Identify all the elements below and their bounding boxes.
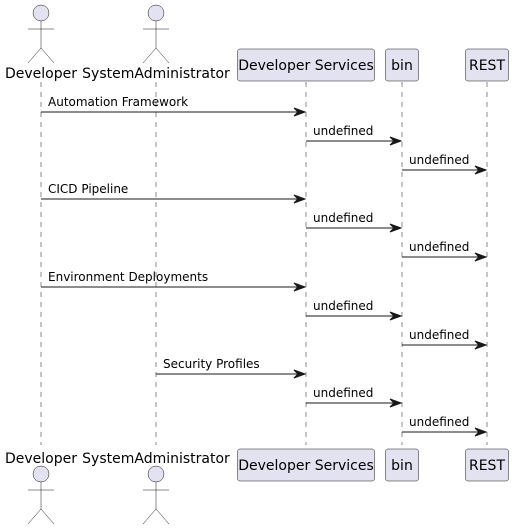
- message-label: undefined: [313, 299, 373, 313]
- participant-label-bottom-developer: Developer: [5, 451, 77, 467]
- actor-body: [142, 21, 170, 64]
- actor-figure-bottom-developer: [27, 465, 55, 525]
- actor-figure-top-sysadmin: [142, 4, 170, 64]
- participant-box-top-bin: [385, 48, 419, 82]
- message-arrowhead: [293, 194, 307, 204]
- message-label: undefined: [409, 153, 469, 167]
- participant-label-top-sysadmin: SystemAdministrator: [82, 66, 230, 82]
- message-label: undefined: [313, 124, 373, 138]
- message-arrowhead: [389, 311, 403, 321]
- actor-head: [147, 465, 165, 483]
- message-arrowhead: [389, 223, 403, 233]
- message-arrowhead: [293, 282, 307, 292]
- actor-head: [32, 4, 50, 22]
- actor-head: [147, 4, 165, 22]
- participant-box-top-devservices: [237, 48, 375, 82]
- actor-figure-top-developer: [27, 4, 55, 64]
- participant-label-top-devservices: Developer Services: [238, 58, 374, 74]
- message-label: Automation Framework: [48, 95, 188, 109]
- participant-label-bottom-sysadmin: SystemAdministrator: [82, 451, 230, 467]
- message-arrowhead: [474, 165, 488, 175]
- message-arrowhead: [389, 398, 403, 408]
- message-label: undefined: [409, 328, 469, 342]
- message-arrowhead: [474, 427, 488, 437]
- message-arrowhead: [293, 369, 307, 379]
- message-label: Security Profiles: [163, 357, 260, 371]
- actor-figure-bottom-sysadmin: [142, 465, 170, 525]
- participant-label-bottom-devservices: Developer Services: [238, 458, 374, 474]
- message-label: undefined: [409, 415, 469, 429]
- actor-body: [27, 21, 55, 64]
- participant-box-top-rest: [465, 48, 509, 82]
- actor-head: [32, 465, 50, 483]
- message-arrowhead: [389, 136, 403, 146]
- message-label: CICD Pipeline: [48, 182, 128, 196]
- message-arrowhead: [474, 252, 488, 262]
- participant-box-bottom-devservices: [237, 448, 375, 482]
- actor-body: [27, 482, 55, 525]
- message-arrowhead: [293, 107, 307, 117]
- message-label: undefined: [313, 386, 373, 400]
- participant-box-bottom-rest: [465, 448, 509, 482]
- participant-label-top-rest: REST: [469, 58, 505, 74]
- message-label: Environment Deployments: [48, 270, 208, 284]
- participant-label-top-developer: Developer: [5, 66, 77, 82]
- participant-label-bottom-bin: bin: [391, 458, 413, 474]
- message-label: undefined: [409, 240, 469, 254]
- participant-box-bottom-bin: [385, 448, 419, 482]
- message-label: undefined: [313, 211, 373, 225]
- participant-label-bottom-rest: REST: [469, 458, 505, 474]
- participant-label-top-bin: bin: [391, 58, 413, 74]
- message-arrowhead: [474, 340, 488, 350]
- actor-body: [142, 482, 170, 525]
